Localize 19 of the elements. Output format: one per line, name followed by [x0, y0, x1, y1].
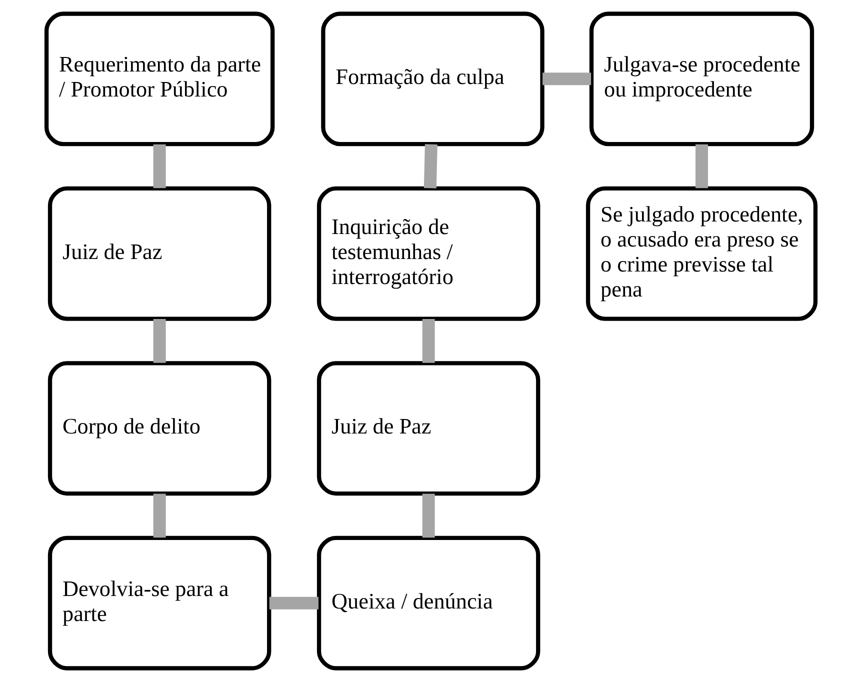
connector [153, 494, 166, 538]
node-box: Devolvia-se para a parte [48, 536, 272, 670]
node-box: Se julgado procedente, o acusado era preso se o crime previsse tal pena [586, 186, 818, 321]
node-box: Corpo de delito [48, 361, 272, 496]
connector [422, 494, 435, 538]
node-box: Juiz de Paz [48, 186, 272, 321]
connector [269, 596, 318, 610]
node-box: Julgava-se procedente ou improcedente [589, 12, 814, 146]
connector [424, 144, 438, 188]
node-box: Requerimento da parte / Promotor Público [44, 12, 275, 146]
connector [153, 144, 166, 188]
node-box: Formação da culpa [321, 12, 544, 146]
connector [542, 72, 592, 86]
connector [422, 319, 435, 363]
node-box: Inquirição de testemunhas / interrogatório [316, 186, 540, 321]
node-box: Queixa / denúncia [316, 536, 540, 670]
node-box: Juiz de Paz [316, 361, 540, 496]
connector [153, 319, 166, 363]
connector [696, 144, 708, 188]
